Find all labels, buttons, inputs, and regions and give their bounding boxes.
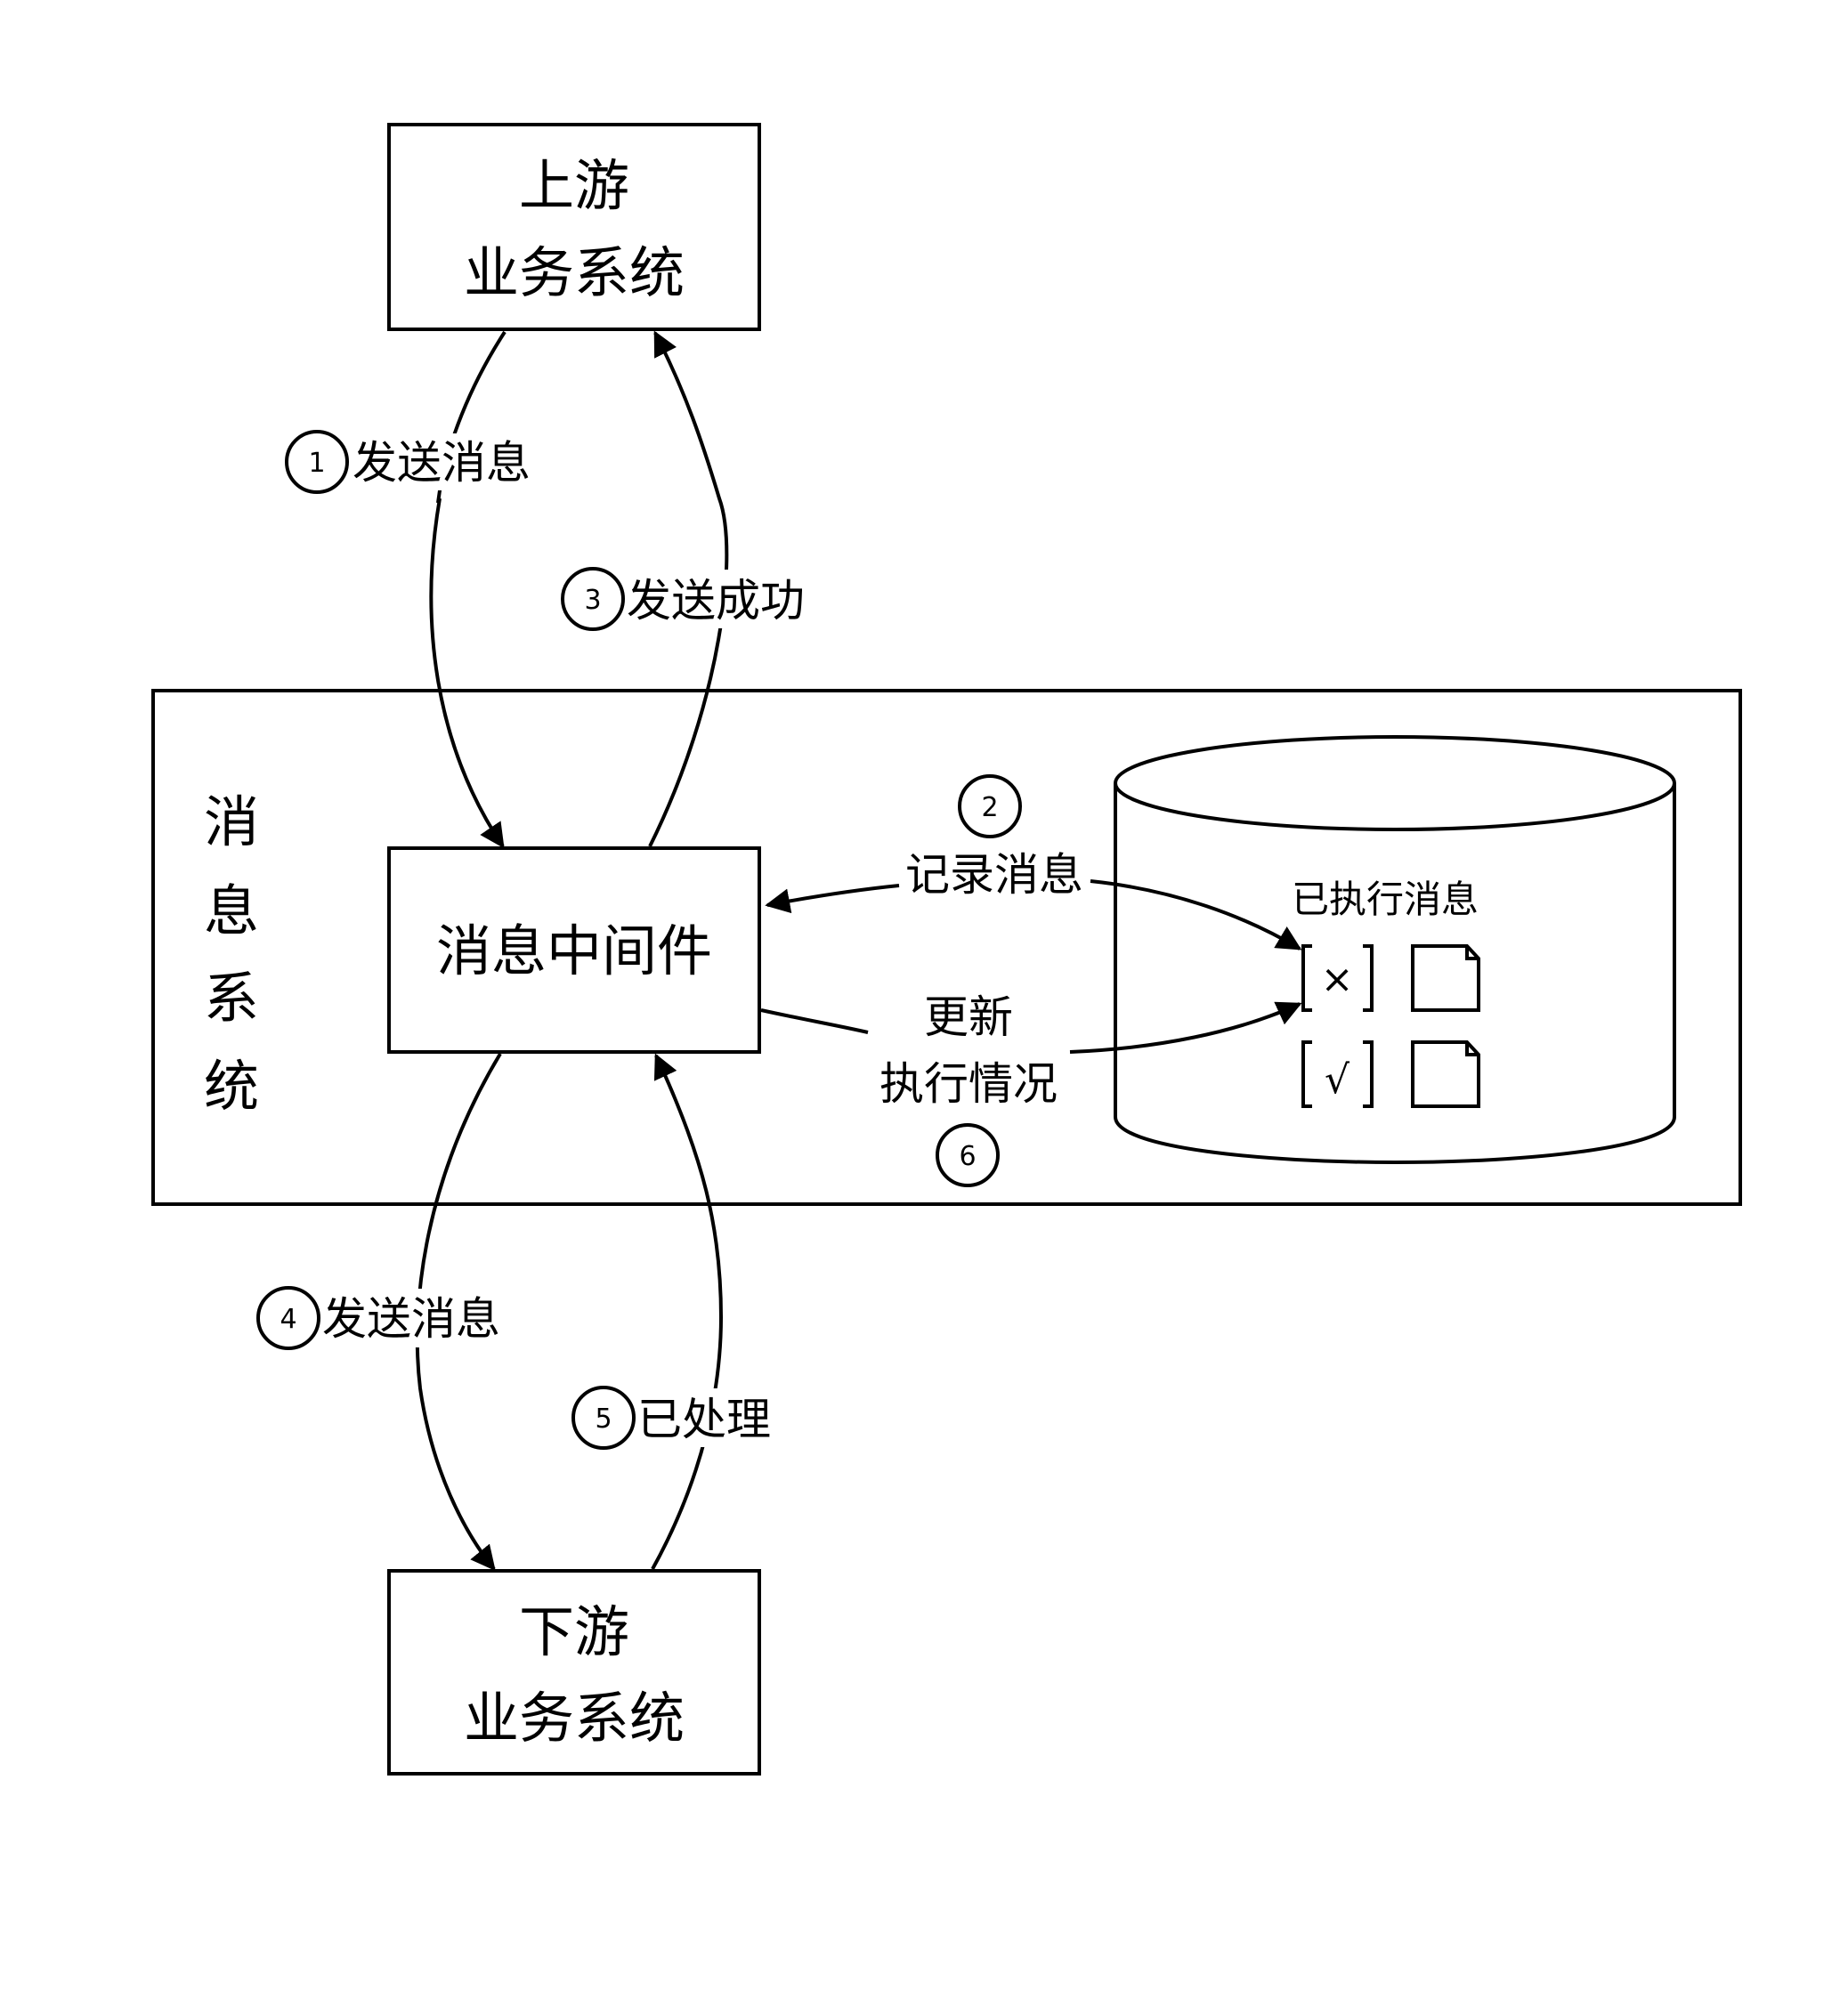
message-system-label-char: 息 [204, 878, 259, 943]
step-3-circle [561, 567, 625, 631]
edge-1-label-bg [351, 433, 548, 490]
edge-4-label: 发送消息 [322, 1293, 500, 1345]
edge-step-6[interactable]: 更新 执行情况 6 [760, 991, 1302, 1187]
edge-step-1[interactable]: 1 发送消息 [285, 330, 548, 849]
edge-2-label: 记录消息 [905, 849, 1083, 901]
left-bracket-icon [1301, 944, 1312, 1012]
edge-3-arrow [648, 330, 729, 847]
downstream-system-box[interactable] [387, 1569, 761, 1776]
message-system-label-char: 系 [204, 966, 259, 1031]
step-6-number: 6 [959, 1141, 976, 1172]
step-4-number: 4 [280, 1304, 296, 1335]
status-mark-x: × [1321, 957, 1354, 1002]
right-bracket-icon [1363, 1040, 1374, 1108]
edge-6-arrow-to-record [1069, 1001, 1302, 1054]
edge-4-arrow [415, 1052, 502, 1572]
edge-5-label: 已处理 [637, 1394, 771, 1445]
edge-step-2[interactable]: 2 记录消息 [765, 774, 1302, 951]
edge-2-arrow-to-middleware [765, 884, 900, 914]
upstream-label-line1: 上游 [519, 153, 629, 218]
step-5-number: 5 [595, 1404, 612, 1435]
step-3-number: 3 [584, 585, 601, 616]
status-mark-check: √ [1325, 1057, 1350, 1103]
document-icon [1411, 944, 1480, 1012]
database-record[interactable]: √ [1301, 1040, 1480, 1108]
step-4-circle [256, 1286, 320, 1350]
step-6-circle [936, 1123, 1000, 1187]
edge-3-label-bg [625, 570, 823, 628]
database-cylinder-body[interactable] [1114, 783, 1676, 1165]
downstream-system-node[interactable]: 下游 业务系统 [387, 1569, 761, 1776]
edge-6-label-line1: 更新 [924, 991, 1013, 1043]
downstream-label-line2: 业务系统 [464, 1686, 685, 1751]
edge-5-arrow [651, 1053, 724, 1570]
step-2-circle [958, 774, 1022, 838]
edge-3-label: 发送成功 [627, 575, 805, 627]
step-5-circle [571, 1386, 636, 1450]
edge-6-label-line2: 执行情况 [879, 1058, 1058, 1110]
edge-1-label: 发送消息 [353, 437, 531, 489]
edge-5-label-bg [636, 1388, 787, 1447]
message-system-label-char: 消 [204, 789, 259, 854]
database-title: 已执行消息 [1292, 878, 1479, 921]
message-system-label-char: 统 [204, 1054, 259, 1119]
edge-step-5[interactable]: 5 已处理 [571, 1053, 787, 1570]
database-cylinder-top [1114, 735, 1676, 831]
right-bracket-icon [1363, 944, 1374, 1012]
edge-4-label-bg [320, 1289, 518, 1347]
step-1-circle [285, 430, 349, 494]
step-1-number: 1 [308, 448, 325, 479]
upstream-label-line2: 业务系统 [464, 240, 685, 305]
step-2-number: 2 [981, 792, 998, 823]
upstream-system-box[interactable] [387, 123, 761, 331]
left-bracket-icon [1301, 1040, 1312, 1108]
middleware-node[interactable]: 消息中间件 [387, 846, 761, 1054]
database-node[interactable]: 已执行消息 × √ [1114, 735, 1676, 1165]
edge-step-3[interactable]: 3 发送成功 [561, 330, 823, 847]
upstream-system-node[interactable]: 上游 业务系统 [387, 123, 761, 331]
middleware-label: 消息中间件 [436, 918, 712, 983]
edge-1-arrow [429, 498, 505, 849]
document-icon [1411, 1040, 1480, 1108]
edge-2-arrow-to-record [1090, 879, 1302, 951]
edge-step-4[interactable]: 4 发送消息 [256, 1052, 518, 1572]
middleware-box[interactable] [387, 846, 761, 1054]
downstream-label-line1: 下游 [519, 1599, 629, 1664]
edge-6-segment-left [760, 1008, 869, 1034]
database-record[interactable]: × [1301, 944, 1480, 1012]
